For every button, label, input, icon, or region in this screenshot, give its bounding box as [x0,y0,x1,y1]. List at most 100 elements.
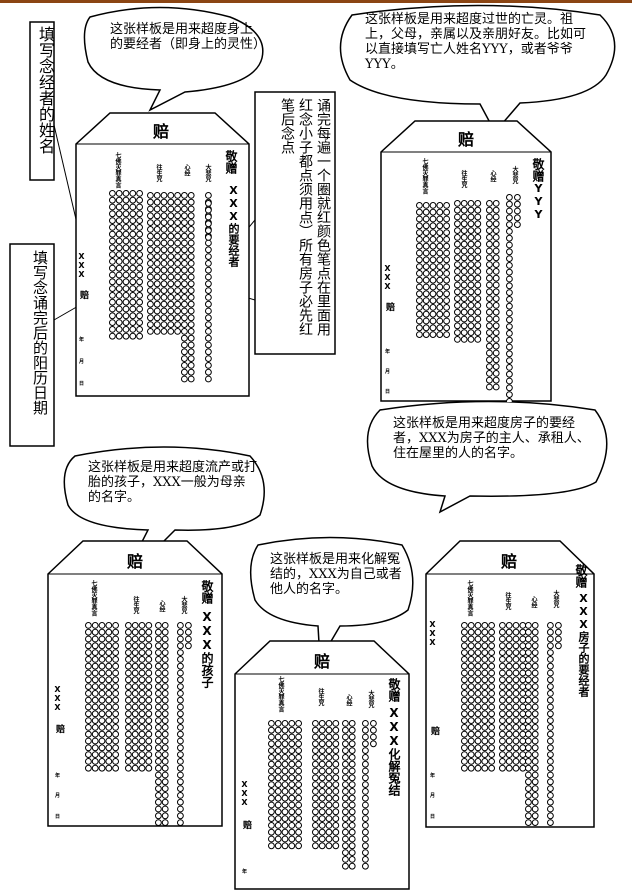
mark-circle[interactable] [115,203,123,211]
mark-circle[interactable] [474,737,482,745]
mark-circle[interactable] [91,676,99,684]
mark-circle[interactable] [467,308,475,316]
mark-circle[interactable] [105,730,113,738]
mark-circle[interactable] [129,305,137,313]
mark-circle[interactable] [499,690,506,697]
mark-circle[interactable] [416,317,423,325]
mark-circle[interactable] [312,788,319,795]
mark-circle[interactable] [486,220,493,228]
mark-circle[interactable] [131,642,139,650]
mark-circle[interactable] [460,295,468,303]
mark-circle[interactable] [436,256,444,264]
mark-circle[interactable] [342,747,349,754]
mark-circle[interactable] [416,263,423,271]
mark-circle[interactable] [174,212,181,220]
mark-circle[interactable] [109,332,116,340]
mark-circle[interactable] [125,642,132,650]
mark-circle[interactable] [161,642,169,650]
mark-circle[interactable] [454,322,461,330]
mark-circle[interactable] [91,649,99,656]
mark-circle[interactable] [460,254,468,262]
mark-circle[interactable] [547,683,554,691]
mark-circle[interactable] [486,329,493,337]
mark-circle[interactable] [112,635,119,643]
mark-circle[interactable] [161,805,169,813]
mark-circle[interactable] [499,717,506,725]
mark-circle[interactable] [525,805,532,813]
mark-circle[interactable] [115,326,123,333]
mark-circle[interactable] [488,642,495,650]
mark-circle[interactable] [91,628,99,636]
mark-circle[interactable] [312,726,319,734]
mark-circle[interactable] [138,622,146,629]
mark-circle[interactable] [461,662,468,670]
mark-circle[interactable] [109,217,116,224]
mark-circle[interactable] [115,292,123,299]
mark-circle[interactable] [85,724,92,731]
mark-circle[interactable] [145,662,153,670]
mark-circle[interactable] [332,794,340,802]
mark-circle[interactable] [115,285,123,293]
mark-circle[interactable] [467,213,475,221]
mark-circle[interactable] [429,229,437,236]
mark-circle[interactable] [436,208,444,216]
mark-circle[interactable] [174,226,181,233]
mark-circle[interactable] [519,642,527,650]
mark-circle[interactable] [416,324,423,332]
mark-circle[interactable] [125,662,132,670]
mark-circle[interactable] [519,622,527,629]
mark-circle[interactable] [443,283,450,291]
mark-circle[interactable] [486,356,493,364]
mark-circle[interactable] [205,266,212,274]
mark-circle[interactable] [467,676,475,684]
mark-circle[interactable] [131,764,139,772]
mark-circle[interactable] [105,751,113,759]
mark-circle[interactable] [153,212,161,220]
mark-circle[interactable] [205,375,212,383]
mark-circle[interactable] [318,747,326,754]
mark-circle[interactable] [129,258,137,265]
mark-circle[interactable] [474,261,482,269]
mark-circle[interactable] [505,662,513,670]
mark-circle[interactable] [98,751,106,759]
mark-circle[interactable] [519,690,527,697]
mark-circle[interactable] [512,662,520,670]
mark-circle[interactable] [467,315,475,323]
mark-circle[interactable] [109,251,116,259]
mark-circle[interactable] [486,342,493,350]
mark-circle[interactable] [174,239,181,247]
mark-circle[interactable] [525,642,532,650]
mark-circle[interactable] [486,363,493,371]
mark-circle[interactable] [153,192,161,199]
mark-circle[interactable] [481,730,489,738]
mark-circle[interactable] [112,683,119,691]
mark-circle[interactable] [505,730,513,738]
mark-circle[interactable] [505,302,513,310]
mark-circle[interactable] [138,751,146,759]
mark-circle[interactable] [174,219,181,226]
mark-circle[interactable] [461,751,468,759]
mark-circle[interactable] [555,642,562,650]
mark-circle[interactable] [370,740,377,748]
mark-circle[interactable] [443,310,450,318]
mark-circle[interactable] [454,220,461,228]
mark-circle[interactable] [115,278,123,286]
mark-circle[interactable] [486,213,493,221]
mark-circle[interactable] [531,703,539,711]
mark-circle[interactable] [362,849,369,857]
mark-circle[interactable] [174,328,181,335]
mark-circle[interactable] [153,321,161,329]
mark-circle[interactable] [288,774,296,782]
mark-circle[interactable] [488,758,495,765]
mark-circle[interactable] [268,815,275,823]
mark-circle[interactable] [519,628,527,636]
mark-circle[interactable] [281,808,289,816]
mark-circle[interactable] [488,676,495,684]
mark-circle[interactable] [531,656,539,663]
mark-circle[interactable] [531,696,539,704]
mark-circle[interactable] [332,788,340,795]
mark-circle[interactable] [443,304,450,311]
mark-circle[interactable] [105,676,113,684]
mark-circle[interactable] [416,242,423,250]
mark-circle[interactable] [318,788,326,795]
